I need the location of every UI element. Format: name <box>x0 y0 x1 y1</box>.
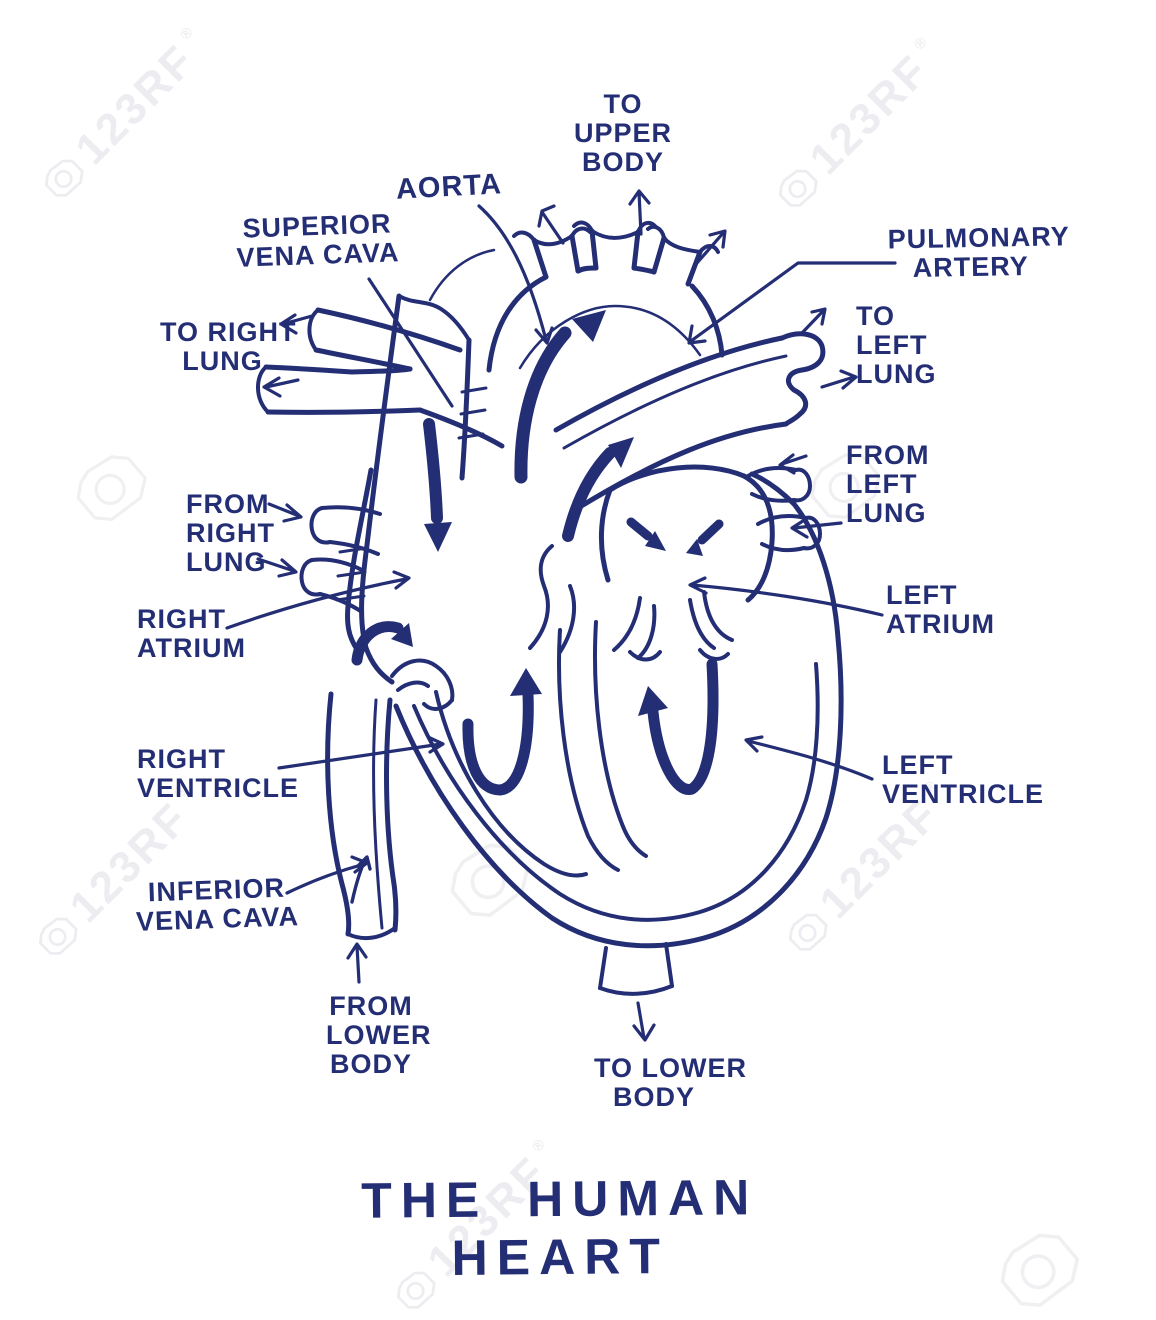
camera-icon <box>45 159 84 197</box>
camera-icon <box>789 913 828 951</box>
label-to-upper-body: TO UPPER BODY <box>573 89 673 178</box>
from-right-lung-arrow <box>256 557 298 578</box>
superior-vena-cava-leader <box>367 277 454 408</box>
inferior-vena-cava-leader <box>285 855 369 895</box>
septum <box>528 544 648 872</box>
svc-flow-arrow <box>423 418 452 552</box>
pulmonary-artery-leader <box>687 261 897 345</box>
label-from-right-lung: FROM RIGHT LUNG <box>186 489 275 578</box>
label-from-lower-body: FROM LOWER BODY <box>326 991 432 1080</box>
right-pulmonary-veins <box>299 505 382 614</box>
right-atrium-leader <box>225 570 411 630</box>
from-lower-body-arrow <box>346 942 368 984</box>
label-left-atrium: LEFT ATRIUM <box>886 580 995 640</box>
from-left-lung-arrow <box>778 453 808 475</box>
to-right-lung-arrow <box>262 376 300 398</box>
label-to-right-lung: TO RIGHT LUNG <box>160 317 297 377</box>
label-inferior-vena-cava: INFERIOR VENA CAVA <box>135 872 300 937</box>
watermark-123rf: 123RF® <box>24 778 214 968</box>
camera-icon <box>792 433 900 540</box>
label-from-left-lung: FROM LEFT LUNG <box>846 440 930 529</box>
aorta-flow-arrow <box>514 310 606 484</box>
superior-vena-cava-vessel <box>335 293 488 657</box>
to-lower-body-arrow <box>632 1001 656 1042</box>
left-ventricle-leader <box>744 735 874 781</box>
mitral-valve <box>612 590 734 662</box>
label-to-lower-body: TO LOWER BODY <box>594 1053 747 1113</box>
label-to-left-lung: TO LEFT LUNG <box>856 301 937 390</box>
pulmonary-flow-arrow <box>562 437 634 542</box>
camera-icon <box>39 917 78 955</box>
aorta-leader <box>477 204 554 345</box>
annotation-arrows <box>225 189 897 1042</box>
camera-icon <box>979 1211 1100 1320</box>
right-pulmonary-artery-vessel <box>256 307 505 449</box>
left-atrium-chamber <box>599 464 775 603</box>
page-title: THE HUMAN HEART <box>361 1169 759 1286</box>
to-left-lung-arrow <box>820 369 858 390</box>
watermark-123rf: 123RF® <box>764 30 954 220</box>
from-right-lung-arrow <box>267 502 303 523</box>
ra-to-rv-flow-arrow <box>351 621 413 666</box>
label-aorta: AORTA <box>395 168 503 206</box>
right-ventricle-leader <box>277 735 445 770</box>
heart-outline <box>363 471 844 996</box>
pulmonary-artery-vessel <box>553 331 826 511</box>
aorta-vessel <box>428 220 725 373</box>
to-right-lung-arrow <box>279 313 314 335</box>
top-right-out-arrow <box>695 229 727 265</box>
label-superior-vena-cava: SUPERIOR VENA CAVA <box>235 208 400 273</box>
label-right-ventricle: RIGHT VENTRICLE <box>137 744 300 804</box>
to-left-lung-arrow <box>799 307 827 336</box>
left-atrium-leader <box>688 576 884 617</box>
label-right-atrium: RIGHT ATRIUM <box>137 604 246 664</box>
watermark-123rf: 123RF® <box>774 774 964 964</box>
watermark-123rf: 123RF® <box>382 1132 572 1320</box>
inferior-vena-cava-vessel <box>325 691 399 941</box>
left-atrium-inflow-arrow <box>686 519 724 556</box>
camera-icon <box>58 435 166 542</box>
left-pulmonary-veins <box>746 466 822 553</box>
tricuspid-valve <box>390 658 455 711</box>
label-left-ventricle: LEFT VENTRICLE <box>882 750 1045 810</box>
from-left-lung-arrow <box>790 517 843 539</box>
watermark-123rf: 123RF® <box>30 20 220 210</box>
left-atrium-inflow-arrow <box>626 517 666 551</box>
left-ventricle-flow-arrow <box>638 658 719 795</box>
camera-icon <box>397 1271 436 1309</box>
top-left-out-arrow <box>537 204 565 245</box>
to-upper-body-arrow <box>628 189 651 236</box>
flow-arrows <box>351 310 724 796</box>
right-ventricle-flow-arrow <box>462 668 542 796</box>
label-pulmonary-artery: PULMONARY ARTERY <box>887 221 1070 284</box>
camera-icon <box>779 169 818 207</box>
